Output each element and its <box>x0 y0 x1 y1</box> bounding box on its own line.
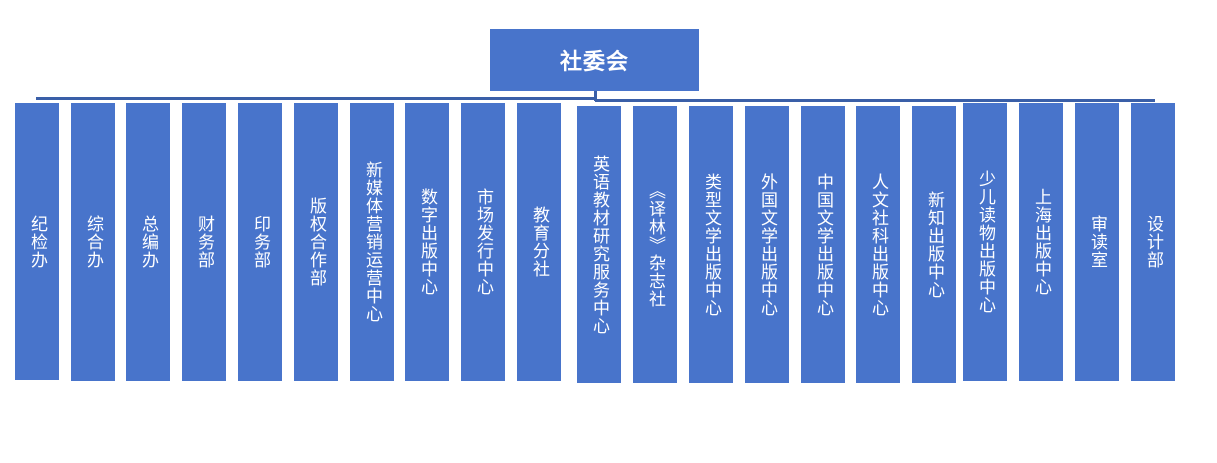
dept-node[interactable]: 综合办 <box>71 103 115 381</box>
dept-label: 人文社科出版中心 <box>868 172 888 317</box>
dept-node[interactable]: 中国文学出版中心 <box>801 106 845 383</box>
dept-node[interactable]: 纪检办 <box>15 103 59 380</box>
dept-node[interactable]: 教育分社 <box>517 103 561 381</box>
dept-label: 纪检办 <box>27 214 47 269</box>
dept-node[interactable]: 总编办 <box>126 103 170 381</box>
dept-node[interactable]: 外国文学出版中心 <box>745 106 789 383</box>
dept-label: 数字出版中心 <box>417 188 437 296</box>
dept-label: 财务部 <box>194 215 214 269</box>
dept-node[interactable]: 新媒体营销运营中心 <box>350 103 394 381</box>
dept-label: 新媒体营销运营中心 <box>362 161 382 323</box>
dept-node[interactable]: 《译林》杂志社 <box>633 106 677 383</box>
dept-node[interactable]: 新知出版中心 <box>912 106 956 383</box>
dept-label: 设计部 <box>1143 215 1163 269</box>
connector-right-bus <box>595 99 1155 102</box>
dept-node[interactable]: 英语教材研究服务中心 <box>577 106 621 383</box>
dept-node[interactable]: 上海出版中心 <box>1019 103 1063 381</box>
dept-label: 上海出版中心 <box>1031 188 1051 296</box>
dept-label: 少儿读物出版中心 <box>975 170 995 314</box>
dept-node[interactable]: 印务部 <box>238 103 282 381</box>
dept-node[interactable]: 财务部 <box>182 103 226 381</box>
dept-node[interactable]: 市场发行中心 <box>461 103 505 381</box>
dept-label: 市场发行中心 <box>473 188 493 296</box>
connector-root-stem <box>594 91 597 101</box>
root-node-label: 社委会 <box>559 50 629 75</box>
dept-label: 类型文学出版中心 <box>701 172 721 317</box>
dept-node[interactable]: 审读室 <box>1075 103 1119 381</box>
dept-node[interactable]: 版权合作部 <box>294 103 338 381</box>
dept-label: 审读室 <box>1087 215 1107 269</box>
dept-label: 印务部 <box>250 215 270 269</box>
dept-label: 总编办 <box>138 215 158 269</box>
dept-node[interactable]: 数字出版中心 <box>405 103 449 381</box>
connector-left-bus <box>36 97 596 100</box>
dept-label: 《译林》杂志社 <box>645 181 665 308</box>
dept-node[interactable]: 人文社科出版中心 <box>856 106 900 383</box>
dept-label: 综合办 <box>83 215 103 269</box>
dept-node[interactable]: 类型文学出版中心 <box>689 106 733 383</box>
dept-label: 英语教材研究服务中心 <box>589 154 609 335</box>
dept-node[interactable]: 少儿读物出版中心 <box>963 103 1007 381</box>
dept-label: 新知出版中心 <box>924 190 944 299</box>
dept-node[interactable]: 设计部 <box>1131 103 1175 381</box>
root-node-party-committee[interactable]: 社委会 <box>490 29 699 91</box>
dept-label: 教育分社 <box>529 206 549 278</box>
dept-label: 外国文学出版中心 <box>757 172 777 317</box>
dept-label: 中国文学出版中心 <box>813 172 833 317</box>
dept-label: 版权合作部 <box>306 197 326 287</box>
